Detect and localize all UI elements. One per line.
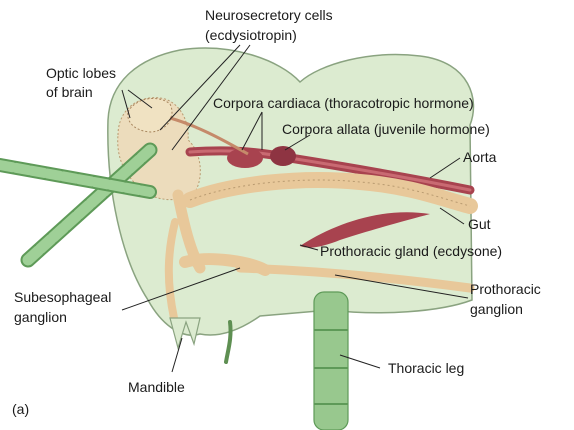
label-corpora-allata: Corpora allata (juvenile hormone) <box>282 121 490 137</box>
label-thoracic-leg: Thoracic leg <box>388 360 464 376</box>
panel-label: (a) <box>12 401 29 417</box>
corpora-allata <box>270 146 296 166</box>
label-subesophageal-line2: ganglion <box>14 309 67 325</box>
label-prothoracic-ganglion-line2: ganglion <box>470 301 523 317</box>
label-prothoracic-gland: Prothoracic gland (ecdysone) <box>320 243 502 259</box>
label-corpora-cardiaca: Corpora cardiaca (thoracotropic hormone) <box>213 95 474 111</box>
label-prothoracic-ganglion-line1: Prothoracic <box>470 281 541 297</box>
label-aorta: Aorta <box>463 149 497 165</box>
label-neurosecretory-line2: (ecdysiotropin) <box>205 27 297 43</box>
label-optic-line1: Optic lobes <box>46 65 116 81</box>
label-neurosecretory-line1: Neurosecretory cells <box>205 7 333 23</box>
label-gut: Gut <box>468 216 491 232</box>
thoracic-leg <box>314 292 348 430</box>
label-subesophageal-line1: Subesophageal <box>14 289 111 305</box>
label-optic-line2: of brain <box>46 84 93 100</box>
label-mandible: Mandible <box>128 379 185 395</box>
